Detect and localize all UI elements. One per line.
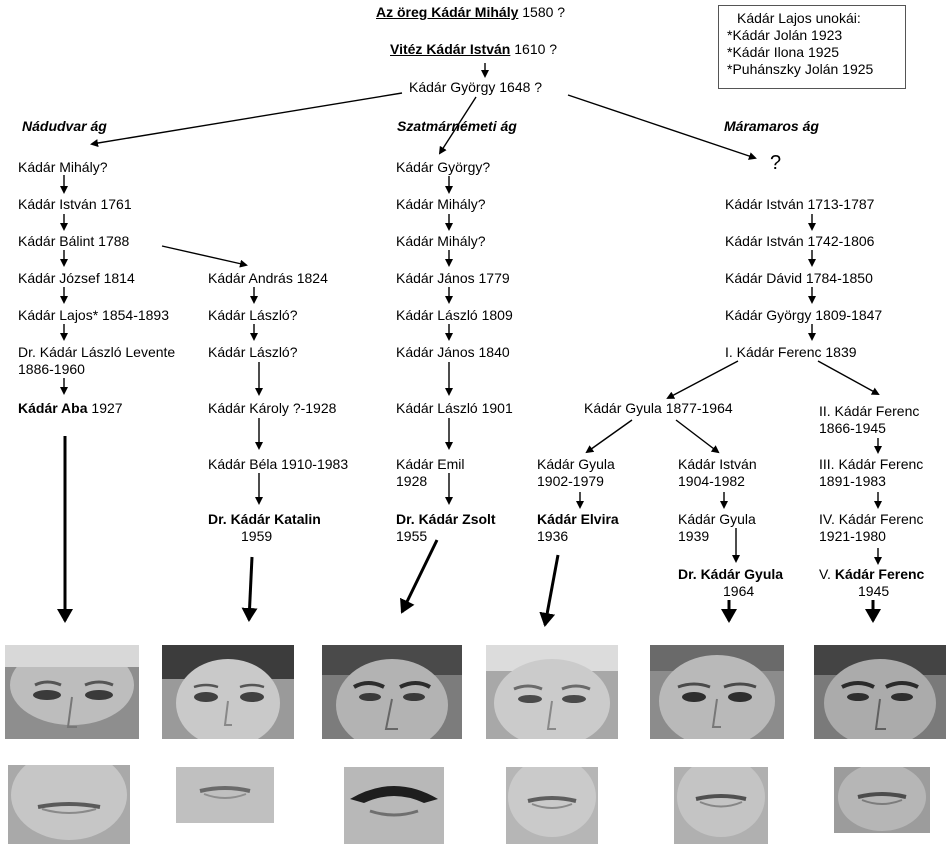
person: Kádár János 1779 [396, 270, 510, 286]
final-person-name: Kádár Elvira [537, 511, 619, 527]
person: I. Kádár Ferenc 1839 [725, 344, 857, 360]
person: Kádár György 1809-1847 [725, 307, 883, 323]
person-years: 1886-1960 [18, 361, 85, 377]
person: Kádár Emil [396, 456, 465, 472]
arrow [90, 92, 403, 147]
person-years: 1939 [678, 528, 710, 544]
final-person-year: 1955 [396, 528, 428, 544]
second-ancestor: Vitéz Kádár István 1610 ? [390, 41, 558, 57]
person: Kádár István 1742-1806 [725, 233, 875, 249]
unknown-ancestor: ? [770, 152, 782, 174]
note-title: Kádár Lajos unokái: [737, 10, 861, 26]
person: Kádár Bálint 1788 [18, 233, 130, 249]
mouth-photo-5 [674, 767, 768, 844]
mouth-photo-4 [506, 767, 598, 844]
face-photo-1 [5, 645, 139, 739]
face-photo-4 [486, 645, 618, 739]
final-person-year: 1959 [241, 528, 273, 544]
person-years: 1928 [396, 473, 428, 489]
person: Dr. Kádár László Levente [18, 344, 176, 360]
arrow [438, 96, 477, 155]
final-person: Kádár Aba 1927 [18, 400, 123, 416]
final-person-year: 1936 [537, 528, 569, 544]
person: Kádár László 1901 [396, 400, 513, 416]
person: Kádár Gyula [678, 511, 756, 527]
face-photo-2 [162, 645, 294, 739]
person: Kádár József 1814 [18, 270, 135, 286]
person: Kádár László? [208, 307, 298, 323]
arrow [817, 360, 880, 395]
final-person-name: V. Kádár Ferenc [819, 566, 925, 582]
arrow [585, 419, 633, 454]
person: Kádár András 1824 [208, 270, 328, 286]
person: Kádár László 1809 [396, 307, 513, 323]
note-line: *Kádár Ilona 1925 [727, 44, 840, 60]
face-photo-6 [814, 645, 946, 739]
person-years: 1902-1979 [537, 473, 604, 489]
person: Kádár János 1840 [396, 344, 510, 360]
person: Kádár Károly ?-1928 [208, 400, 337, 416]
final-person-year: 1964 [723, 583, 755, 599]
mouth-photo-6 [834, 767, 930, 833]
person: III. Kádár Ferenc [819, 456, 924, 472]
person: Kádár Mihály? [396, 196, 486, 212]
final-person-year: 1945 [858, 583, 890, 599]
arrow [567, 94, 757, 160]
final-person-name: Dr. Kádár Gyula [678, 566, 784, 582]
face-photo-3 [322, 645, 462, 739]
photo-arrow [400, 539, 439, 614]
arrow [161, 245, 248, 268]
mouth-photo-2 [176, 767, 274, 823]
arrow [666, 360, 739, 399]
branch-szatmar: Szatmárnémeti ág [397, 118, 517, 134]
branch-maramaros: Máramaros ág [724, 118, 819, 134]
person: Kádár Mihály? [18, 159, 108, 175]
person-years: 1904-1982 [678, 473, 745, 489]
final-person-name: Dr. Kádár Katalin [208, 511, 321, 527]
arrow [675, 419, 720, 454]
note-line: *Kádár Jolán 1923 [727, 27, 843, 43]
person: Kádár István 1713-1787 [725, 196, 875, 212]
photo-arrow [241, 556, 258, 622]
person: II. Kádár Ferenc [819, 403, 920, 419]
person: Kádár István [678, 456, 757, 472]
root-ancestor: Az öreg Kádár Mihály 1580 ? [376, 4, 566, 20]
mouth-photo-3 [344, 767, 444, 844]
branch-nadudvar: Nádudvar ág [22, 118, 107, 134]
note-line: *Puhánszky Jolán 1925 [727, 61, 874, 77]
person-years: 1921-1980 [819, 528, 886, 544]
photo-arrow [539, 554, 560, 627]
person: Kádár Dávid 1784-1850 [725, 270, 873, 286]
person-years: 1866-1945 [819, 420, 886, 436]
person-years: 1891-1983 [819, 473, 886, 489]
person: IV. Kádár Ferenc [819, 511, 924, 527]
face-photo-5 [650, 645, 784, 739]
person: Kádár Béla 1910-1983 [208, 456, 349, 472]
final-person-name: Dr. Kádár Zsolt [396, 511, 496, 527]
person: Kádár István 1761 [18, 196, 132, 212]
mouth-photo-1 [8, 765, 130, 844]
note-box: Kádár Lajos unokái: *Kádár Jolán 1923 *K… [718, 5, 906, 89]
person: Kádár Mihály? [396, 233, 486, 249]
person: Kádár Gyula 1877-1964 [584, 400, 733, 416]
third-ancestor: Kádár György 1648 ? [409, 79, 543, 95]
person: Kádár Gyula [537, 456, 615, 472]
person: Kádár László? [208, 344, 298, 360]
person: Kádár György? [396, 159, 491, 175]
person: Kádár Lajos* 1854-1893 [18, 307, 170, 323]
